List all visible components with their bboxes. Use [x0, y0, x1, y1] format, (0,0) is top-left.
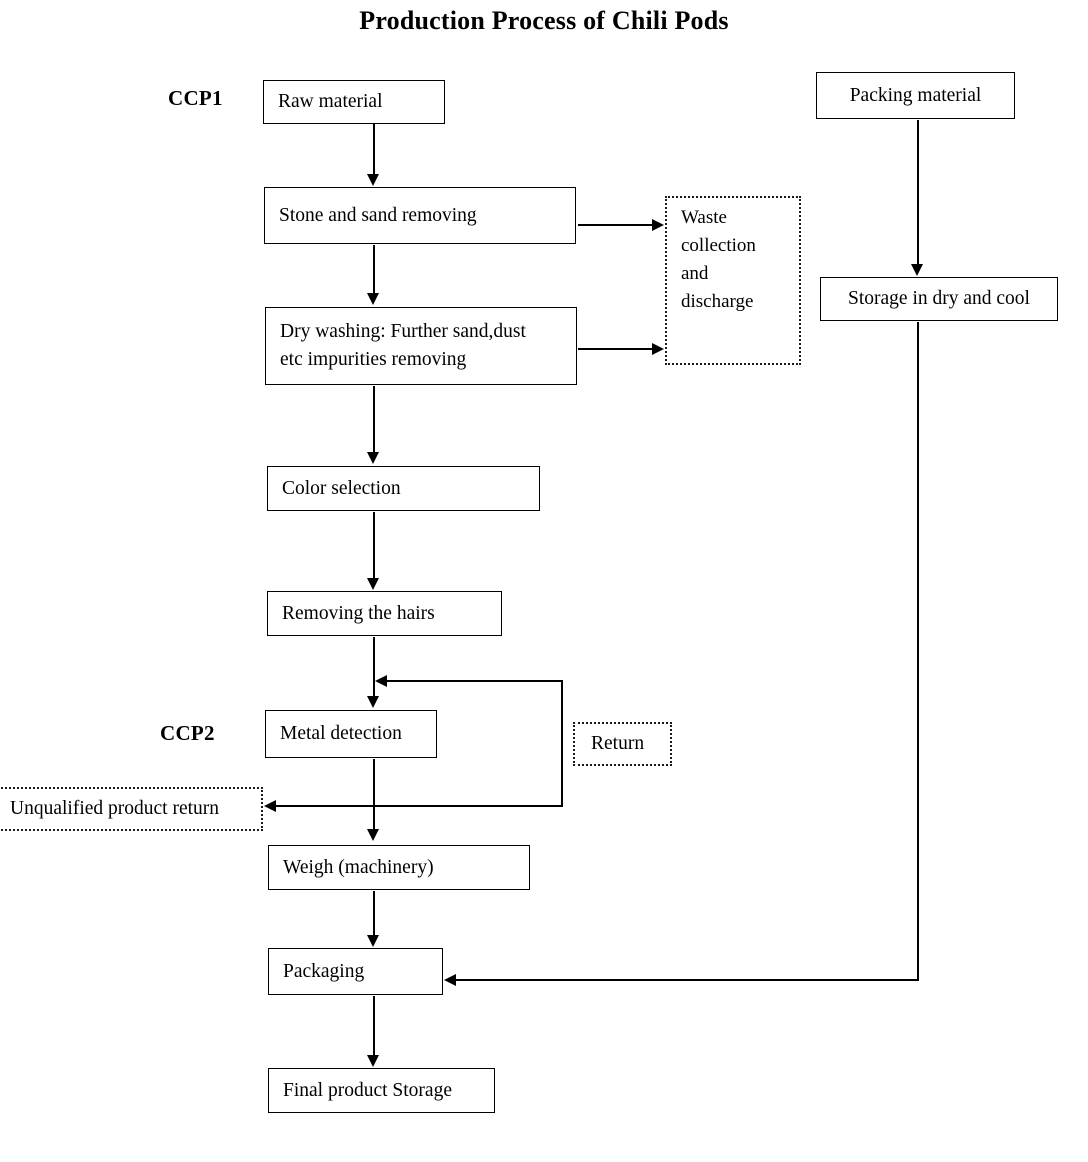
arrowhead-packing-to-storage — [911, 264, 923, 276]
edge-drywashing-to-color — [373, 386, 375, 454]
node-weigh-machinery[interactable]: Weigh (machinery) — [268, 845, 530, 890]
node-packing-material-label: Packing material — [849, 84, 982, 106]
node-unqualified-product-return[interactable]: Unqualified product return — [0, 787, 263, 831]
node-storage-in-dry-and-cool[interactable]: Storage in dry and cool — [820, 277, 1058, 321]
edge-stone-to-waste — [578, 224, 656, 226]
node-final-product-storage[interactable]: Final product Storage — [268, 1068, 495, 1113]
node-final-product-storage-label: Final product Storage — [283, 1079, 452, 1101]
edge-packaging-to-final — [373, 996, 375, 1058]
node-stone-and-sand-removing-label: Stone and sand removing — [279, 204, 477, 226]
edge-weigh-to-packaging — [373, 891, 375, 939]
node-color-selection[interactable]: Color selection — [267, 466, 540, 511]
node-waste-collection-and-discharge-label: Waste collection and discharge — [681, 207, 756, 313]
arrowhead-storage-to-packaging — [444, 974, 456, 986]
edge-packing-to-storage — [917, 120, 919, 267]
node-raw-material-label: Raw material — [278, 91, 383, 113]
edge-storage-to-packaging-horizontal — [455, 979, 919, 981]
node-removing-the-hairs-label: Removing the hairs — [282, 602, 435, 624]
edge-return-loop-vertical — [561, 680, 563, 806]
arrowhead-hairs-to-metal — [367, 696, 379, 708]
node-dry-washing-label: Dry washing: Further sand,dust etc impur… — [280, 321, 526, 370]
node-return-label: Return — [591, 733, 645, 755]
node-color-selection-label: Color selection — [282, 477, 401, 499]
arrowhead-stone-to-waste — [652, 219, 664, 231]
arrowhead-return-loop — [375, 675, 387, 687]
arrowhead-color-to-hairs — [367, 578, 379, 590]
node-metal-detection-label: Metal detection — [280, 723, 402, 745]
node-storage-in-dry-and-cool-label: Storage in dry and cool — [848, 288, 1030, 310]
node-return[interactable]: Return — [573, 722, 672, 766]
arrowhead-drywashing-to-color — [367, 452, 379, 464]
node-metal-detection[interactable]: Metal detection — [265, 710, 437, 758]
arrowhead-raw-to-stone — [367, 174, 379, 186]
edge-return-loop-bottom — [275, 805, 563, 807]
edge-return-loop-top — [386, 680, 563, 682]
edge-hairs-to-metal — [373, 637, 375, 699]
node-waste-collection-and-discharge[interactable]: Waste collection and discharge — [665, 196, 801, 365]
edge-raw-to-stone — [373, 124, 375, 176]
node-stone-and-sand-removing[interactable]: Stone and sand removing — [264, 187, 576, 244]
node-raw-material[interactable]: Raw material — [263, 80, 445, 124]
arrowhead-metal-to-weigh — [367, 829, 379, 841]
node-unqualified-product-return-label: Unqualified product return — [10, 798, 220, 820]
edge-color-to-hairs — [373, 512, 375, 580]
ccp2-label: CCP2 — [160, 721, 215, 745]
node-packaging-label: Packaging — [283, 960, 365, 982]
node-weigh-machinery-label: Weigh (machinery) — [283, 856, 434, 878]
node-removing-the-hairs[interactable]: Removing the hairs — [267, 591, 502, 636]
arrowhead-drywashing-to-waste — [652, 343, 664, 355]
node-packing-material[interactable]: Packing material — [816, 72, 1015, 119]
node-dry-washing[interactable]: Dry washing: Further sand,dust etc impur… — [265, 307, 577, 385]
ccp1-label: CCP1 — [168, 86, 223, 110]
edge-metal-to-weigh — [373, 759, 375, 831]
edge-storage-to-packaging-vertical — [917, 322, 919, 981]
edge-drywashing-to-waste — [578, 348, 656, 350]
arrowhead-stone-to-drywashing — [367, 293, 379, 305]
arrowhead-metal-to-unqualified — [264, 800, 276, 812]
arrowhead-packaging-to-final — [367, 1055, 379, 1067]
node-packaging[interactable]: Packaging — [268, 948, 443, 995]
edge-stone-to-drywashing — [373, 245, 375, 295]
page-title: Production Process of Chili Pods — [359, 6, 729, 35]
arrowhead-weigh-to-packaging — [367, 935, 379, 947]
